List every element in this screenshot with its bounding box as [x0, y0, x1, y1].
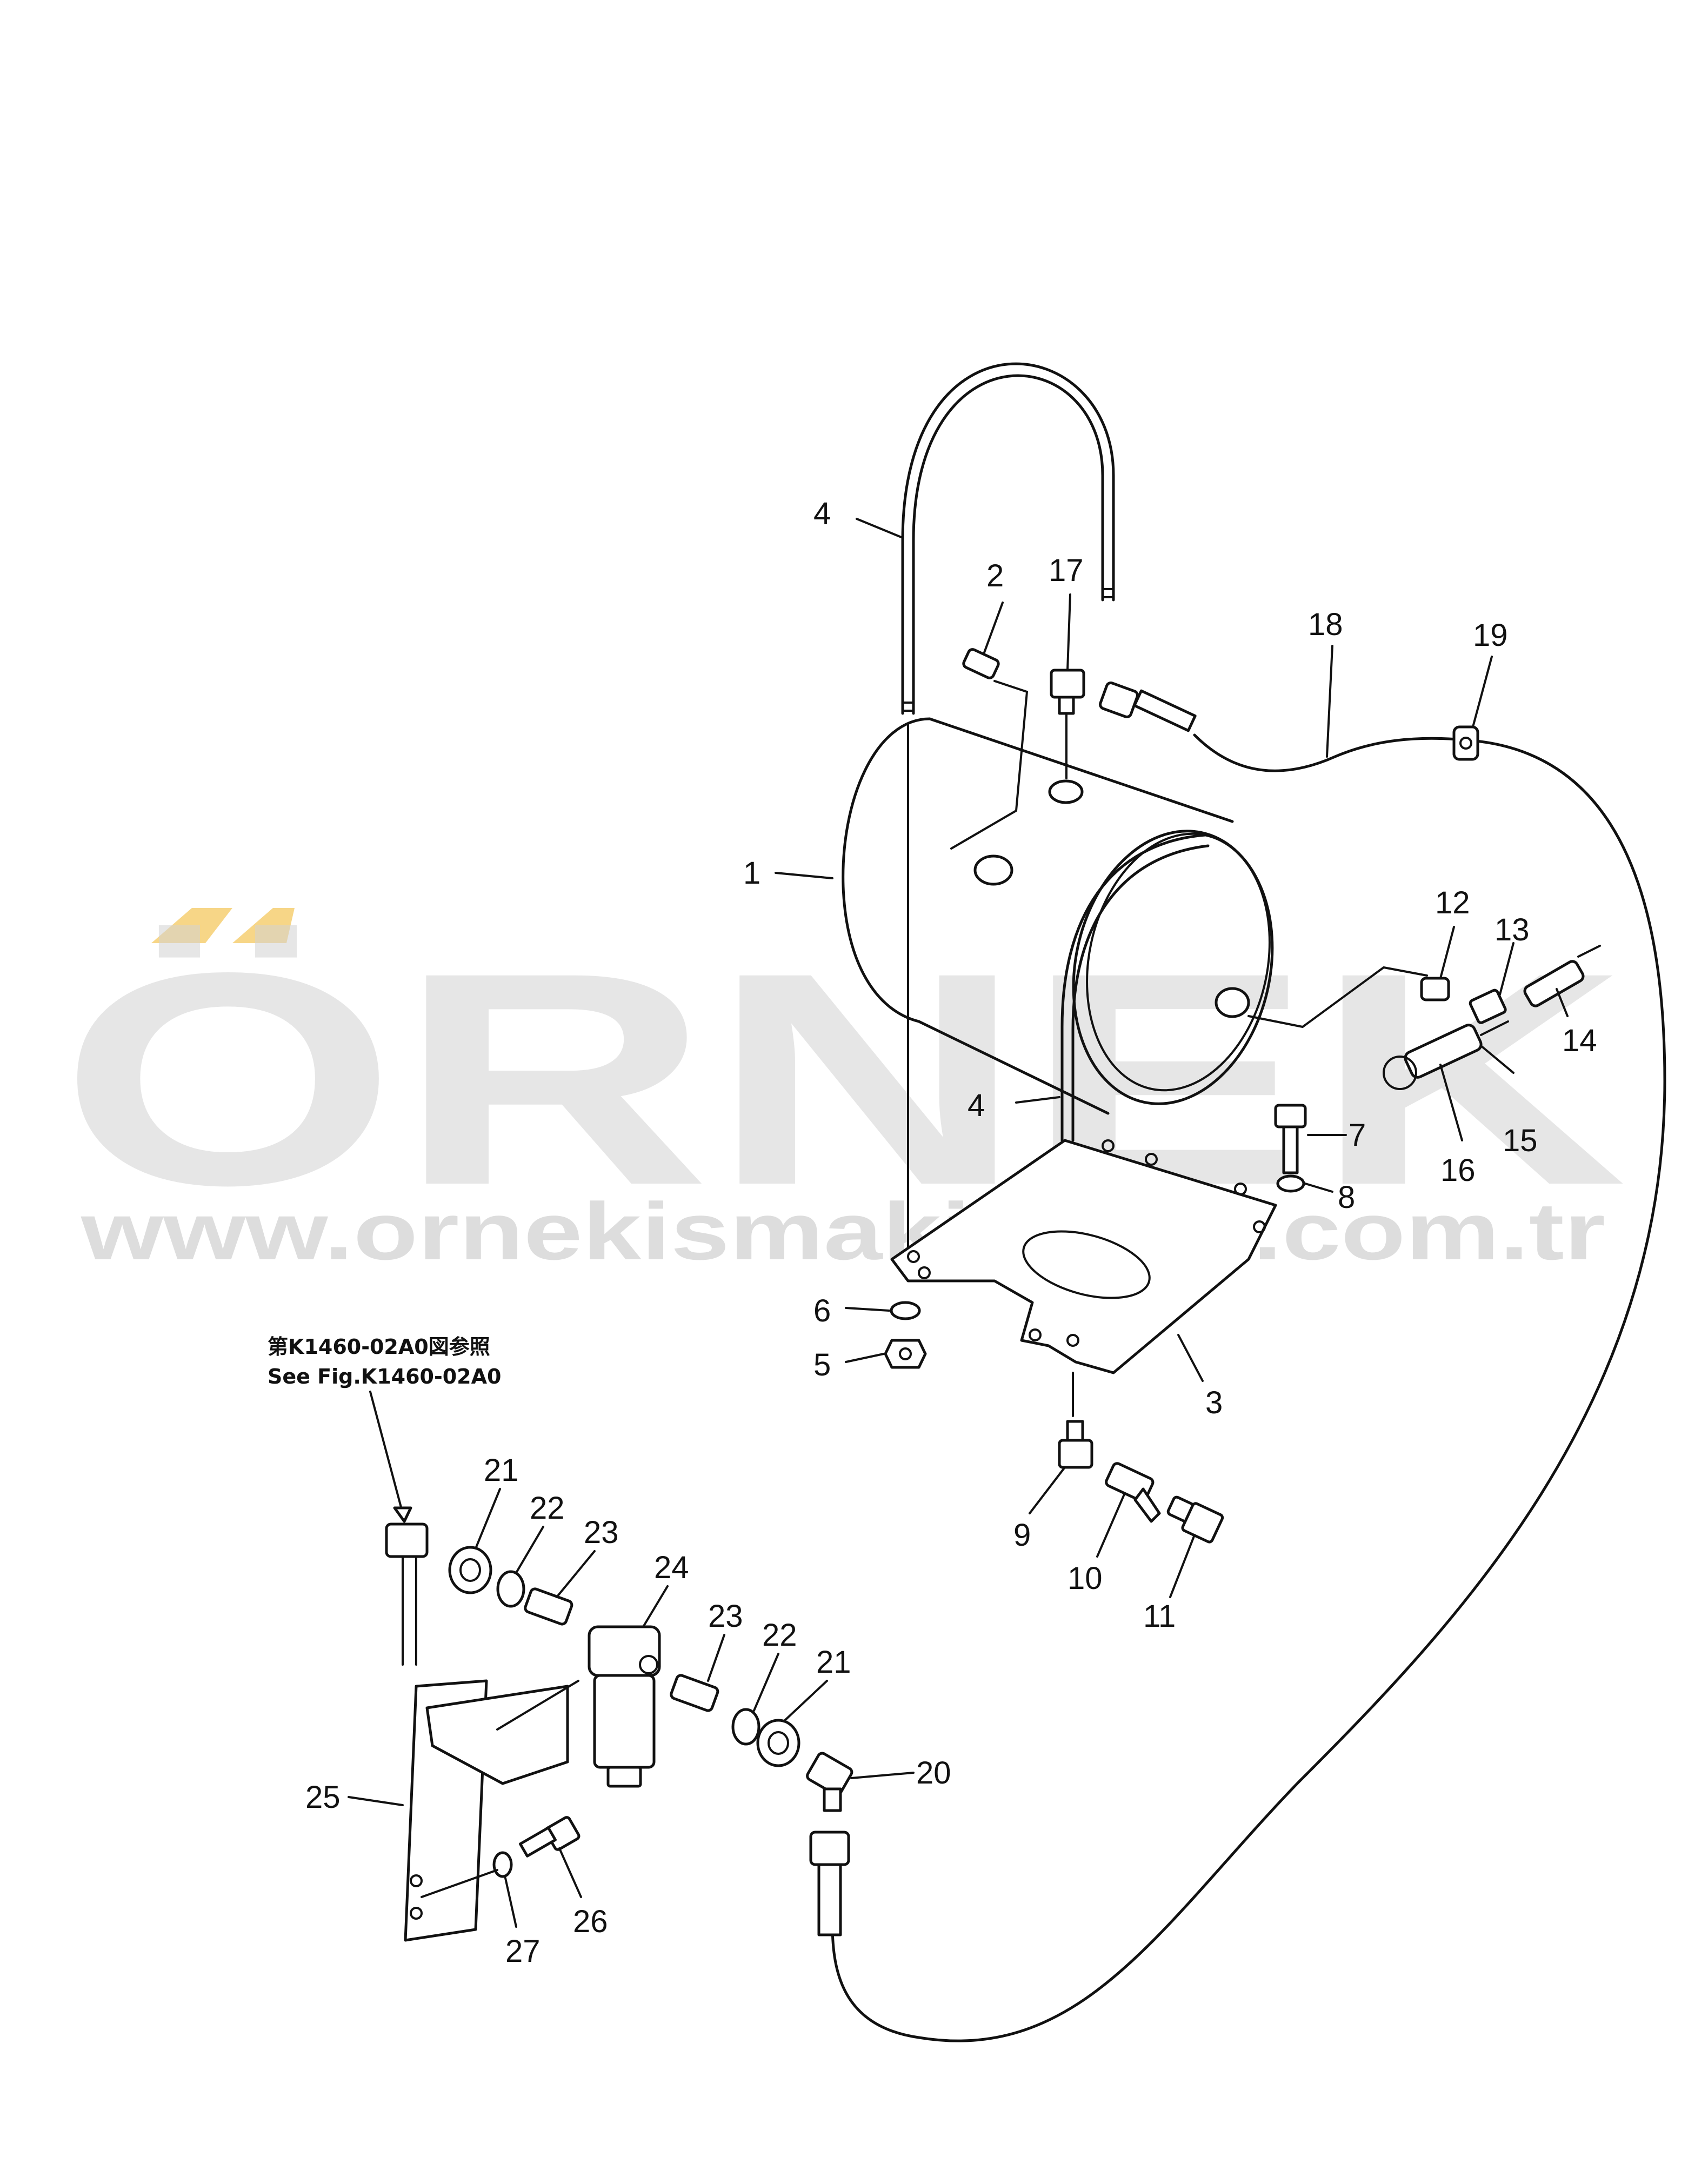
- reference-note-jp: 第K1460-02A0図参照: [268, 1335, 490, 1359]
- watermark: ÖRNEK www.ornekismakinalari.com.tr: [59, 908, 1627, 1277]
- reference-arrow: [369, 1391, 404, 1514]
- tank-port-side: [973, 854, 1013, 886]
- callout-17: 17: [1049, 553, 1084, 588]
- callout-23-left: 23: [584, 1515, 619, 1550]
- callout-21-left: 21: [484, 1453, 519, 1488]
- nut-21-right: [756, 1719, 800, 1767]
- callout-23-right: 23: [708, 1599, 743, 1634]
- tube-overhead: [901, 362, 1115, 1260]
- tank-bracket: [890, 1139, 1277, 1374]
- callout-25: 25: [305, 1780, 341, 1815]
- callout-22-right: 22: [762, 1618, 797, 1653]
- callout-2: 2: [986, 558, 1004, 593]
- watermark-brand: ÖRNEK: [59, 910, 1627, 1248]
- callout-4-lower: 4: [968, 1088, 985, 1123]
- clamp-19: [1452, 725, 1479, 761]
- nipple-23-left: [524, 1587, 573, 1626]
- cap-11: [1166, 1495, 1224, 1544]
- tube-lower: [1060, 833, 1207, 1142]
- elbow-20: [806, 1752, 853, 1812]
- callout-1: 1: [743, 856, 760, 891]
- callout-11: 11: [1143, 1599, 1176, 1634]
- washer-22-right: [731, 1708, 760, 1746]
- callout-6: 6: [813, 1293, 831, 1328]
- callout-27: 27: [505, 1934, 541, 1969]
- callout-20: 20: [916, 1755, 951, 1791]
- nipple-23-right: [670, 1674, 719, 1712]
- bolt-26: [519, 1816, 581, 1858]
- washer-6: [890, 1301, 921, 1320]
- leader-lines: [348, 518, 1569, 1928]
- switch-15-16: [1383, 1020, 1509, 1090]
- callout-24: 24: [654, 1550, 689, 1585]
- washer-22-left: [496, 1570, 525, 1608]
- callout-8: 8: [1338, 1180, 1355, 1215]
- cock-10: [1105, 1462, 1161, 1523]
- elbow-reference: [385, 1522, 429, 1666]
- nut-5: [884, 1339, 927, 1369]
- watermark-url: www.ornekismakinalari.com.tr: [81, 1186, 1605, 1277]
- watermark-accent-right: [232, 908, 295, 943]
- hose-18: [831, 733, 1666, 2042]
- callout-26: 26: [573, 1904, 608, 1939]
- fitting-2: [950, 648, 1028, 850]
- filter-24: [588, 1625, 661, 1788]
- callout-4-top: 4: [813, 496, 831, 531]
- callout-10: 10: [1067, 1561, 1103, 1596]
- washer-8: [1276, 1174, 1305, 1193]
- callout-14: 14: [1562, 1023, 1597, 1058]
- bolt-7: [1274, 1104, 1307, 1174]
- callout-9: 9: [1013, 1518, 1031, 1553]
- callout-5: 5: [813, 1347, 831, 1382]
- watermark-accent-left: [151, 908, 232, 943]
- callout-7: 7: [1349, 1118, 1366, 1153]
- tank-port-top: [1048, 779, 1084, 804]
- connector-12-13-14: [1247, 945, 1601, 1028]
- hose-end-lower: [809, 1831, 850, 1936]
- callout-16: 16: [1440, 1153, 1476, 1188]
- callout-21-right: 21: [816, 1645, 851, 1680]
- bracket-25: [404, 1679, 579, 1942]
- hose-end-18: [1099, 682, 1197, 732]
- air-tank: [842, 717, 1274, 1115]
- nut-21-left: [448, 1546, 492, 1594]
- callout-15: 15: [1503, 1123, 1538, 1158]
- callout-numbers: 4 2 17 18 19 1 12 13 14 15 16 4 7 8 6 5 …: [305, 496, 1597, 1969]
- callout-19: 19: [1473, 618, 1508, 653]
- tank-port-end: [1215, 987, 1250, 1018]
- callout-22-left: 22: [530, 1491, 565, 1526]
- reference-note-en: See Fig.K1460-02A0: [268, 1365, 501, 1388]
- elbow-9: [1058, 1420, 1093, 1469]
- callout-3: 3: [1205, 1385, 1223, 1420]
- callout-12: 12: [1435, 885, 1470, 920]
- callout-18: 18: [1308, 607, 1343, 642]
- callout-13: 13: [1494, 912, 1530, 947]
- washer-27: [492, 1851, 513, 1878]
